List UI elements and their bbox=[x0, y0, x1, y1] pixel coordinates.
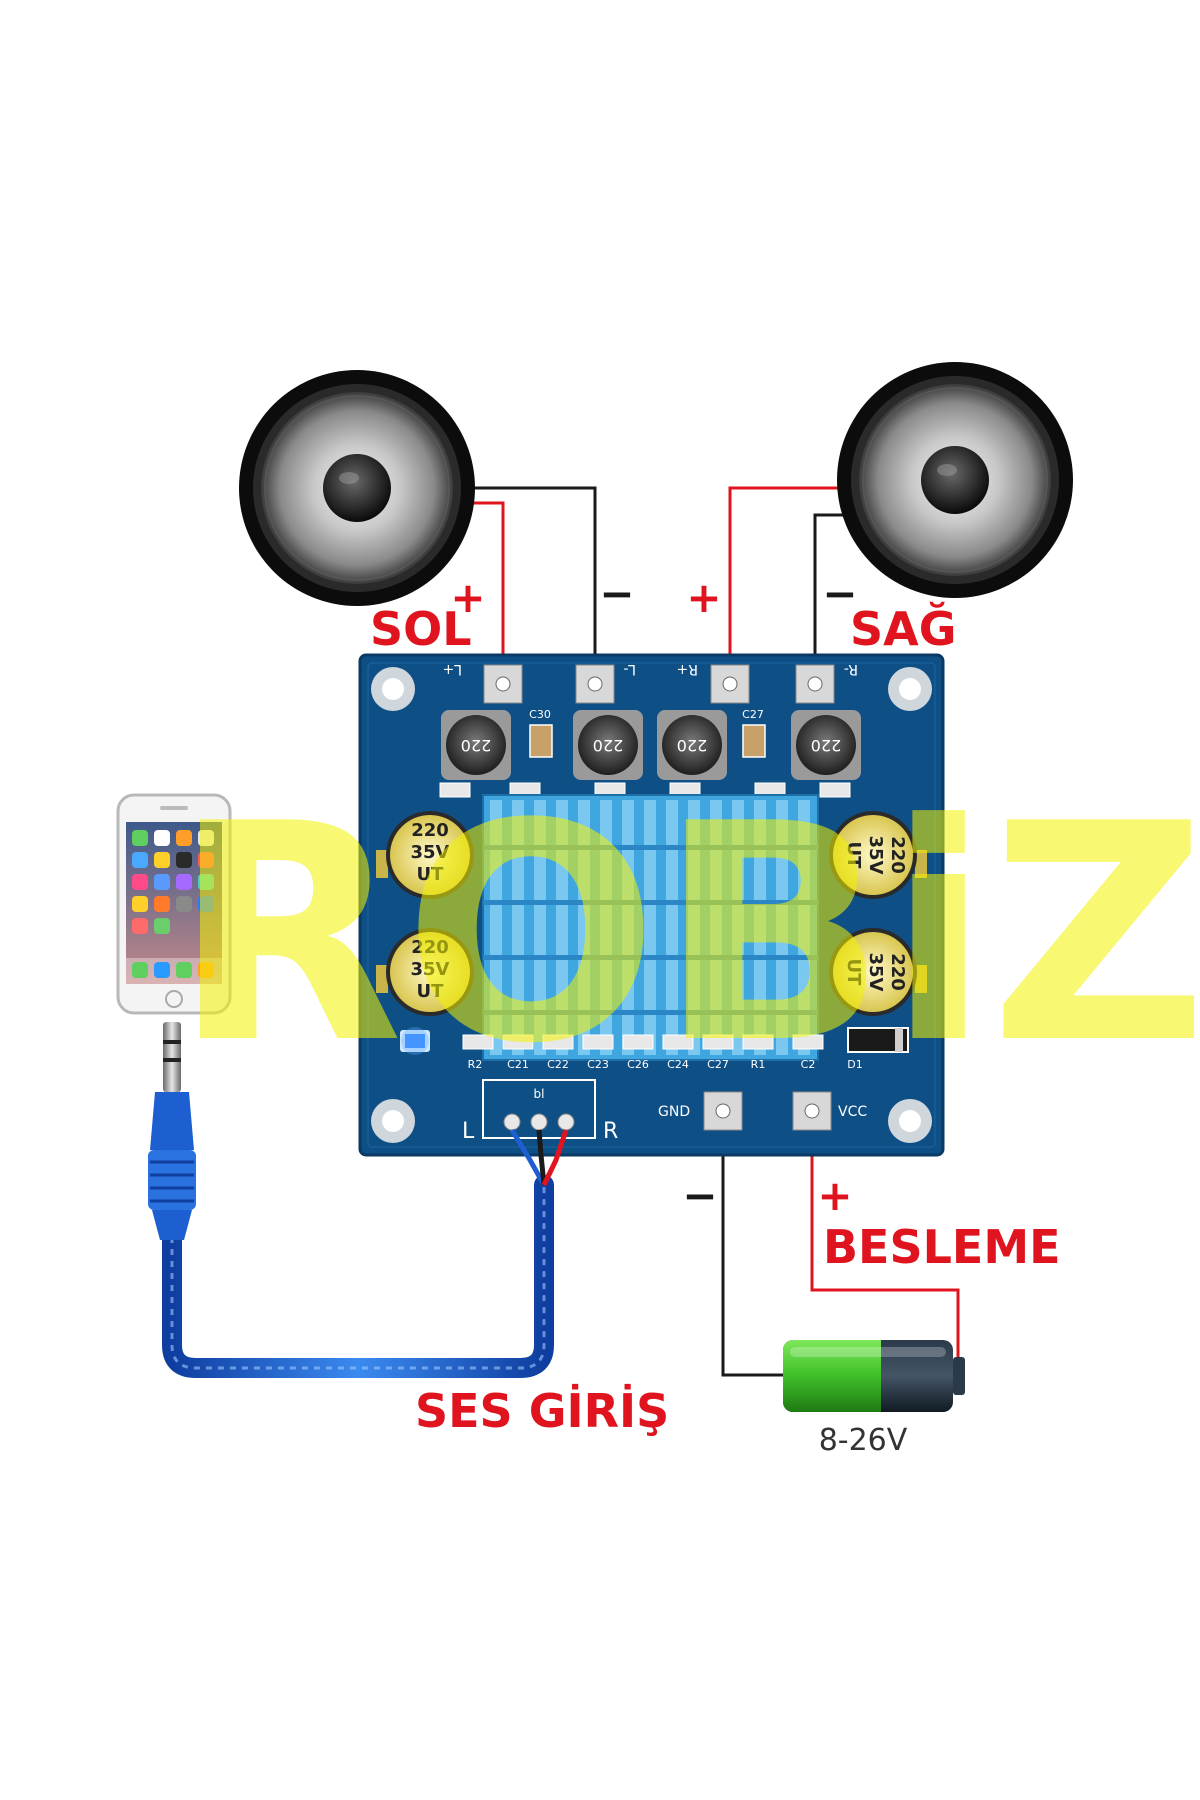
mounting-hole bbox=[371, 667, 415, 711]
terminal-r-minus[interactable]: R- bbox=[795, 661, 858, 704]
svg-text:220: 220 bbox=[461, 736, 492, 755]
left-negative-wire bbox=[455, 486, 597, 668]
vcc-wire bbox=[810, 1130, 960, 1360]
electrolytic-capacitor: 220 35V UT bbox=[376, 928, 474, 1016]
electrolytic-capacitor: 220 35V UT bbox=[376, 811, 474, 899]
smd-row-bottom bbox=[462, 1034, 824, 1050]
left-minus-sign: − bbox=[599, 569, 634, 618]
power-wires bbox=[721, 1130, 960, 1377]
svg-text:R2: R2 bbox=[468, 1058, 483, 1071]
svg-text:220: 220 bbox=[411, 937, 449, 958]
right-plus-sign: + bbox=[686, 573, 721, 622]
svg-text:220: 220 bbox=[811, 736, 842, 755]
component-refs: R2 C21 C22 C23 C26 C24 C27 R1 C2 D1 bbox=[468, 1058, 863, 1071]
audio-cable bbox=[162, 1128, 569, 1378]
svg-text:UT: UT bbox=[843, 842, 864, 870]
inductor: 220 bbox=[573, 710, 643, 780]
left-plus-sign: + bbox=[450, 573, 485, 622]
right-minus-sign: − bbox=[822, 569, 857, 618]
mounting-hole bbox=[371, 1099, 415, 1143]
svg-text:C21: C21 bbox=[507, 1058, 529, 1071]
svg-text:UT: UT bbox=[417, 981, 445, 1002]
audio-input-header[interactable]: bl L R bbox=[462, 1079, 618, 1144]
svg-text:C30: C30 bbox=[529, 708, 551, 721]
svg-text:35V: 35V bbox=[411, 842, 450, 863]
audio-input-label: SES GİRİŞ bbox=[415, 1384, 669, 1438]
svg-text:bl: bl bbox=[534, 1087, 545, 1101]
watermark-logo: ROBiZ bbox=[172, 760, 1200, 1109]
svg-text:220: 220 bbox=[593, 736, 624, 755]
right-speaker-label: SAĞ bbox=[850, 602, 957, 656]
speaker-icon bbox=[837, 362, 1073, 598]
svg-text:UT: UT bbox=[843, 959, 864, 987]
app-grid bbox=[126, 830, 222, 984]
terminal-r-plus[interactable]: R+ bbox=[677, 661, 750, 704]
gnd-label: GND bbox=[658, 1104, 690, 1120]
input-left-label: L bbox=[462, 1119, 475, 1144]
amplifier-board: L+ L- R+ R- 220 220 220 220 bbox=[358, 653, 945, 1157]
battery-icon bbox=[783, 1340, 965, 1412]
right-negative-wire bbox=[813, 513, 855, 668]
diode bbox=[847, 1027, 909, 1053]
terminal-label: L+ bbox=[442, 661, 462, 677]
electrolytic-capacitor: 220 35V UT bbox=[829, 928, 927, 1016]
svg-text:C23: C23 bbox=[587, 1058, 609, 1071]
terminal-l-plus[interactable]: L+ bbox=[442, 661, 523, 704]
speaker-icon bbox=[239, 370, 475, 606]
smartphone-icon bbox=[116, 793, 232, 1015]
speaker-wires bbox=[450, 486, 858, 668]
svg-text:C2: C2 bbox=[801, 1058, 816, 1071]
power-led-icon bbox=[400, 1027, 430, 1055]
svg-text:C27: C27 bbox=[742, 708, 764, 721]
heatsink bbox=[482, 794, 819, 1061]
right-positive-wire bbox=[728, 486, 858, 668]
vcc-label: VCC bbox=[838, 1104, 867, 1120]
input-right-label: R bbox=[603, 1119, 618, 1144]
svg-text:220: 220 bbox=[411, 820, 449, 841]
terminal-label: R- bbox=[844, 661, 858, 677]
gnd-minus-sign: − bbox=[682, 1171, 717, 1220]
svg-text:220: 220 bbox=[677, 736, 708, 755]
inductor: 220 bbox=[657, 710, 727, 780]
smd-capacitor: C27 bbox=[742, 708, 766, 758]
gnd-wire bbox=[721, 1130, 783, 1377]
mounting-hole bbox=[888, 667, 932, 711]
svg-text:35V: 35V bbox=[865, 953, 886, 992]
svg-text:D1: D1 bbox=[847, 1058, 862, 1071]
left-speaker-label: SOL bbox=[370, 602, 472, 656]
svg-text:UT: UT bbox=[417, 864, 445, 885]
electrolytic-capacitor: 220 35V UT bbox=[829, 811, 927, 899]
svg-text:220: 220 bbox=[887, 836, 908, 874]
inductor: 220 bbox=[791, 710, 861, 780]
svg-text:C27: C27 bbox=[707, 1058, 729, 1071]
svg-text:35V: 35V bbox=[865, 836, 886, 875]
svg-text:R1: R1 bbox=[751, 1058, 766, 1071]
terminal-label: L- bbox=[623, 661, 636, 677]
voltage-label: 8-26V bbox=[819, 1423, 908, 1458]
svg-text:220: 220 bbox=[887, 953, 908, 991]
smd-capacitor: C30 bbox=[529, 708, 553, 758]
gnd-terminal[interactable]: GND bbox=[658, 1091, 743, 1131]
svg-text:C24: C24 bbox=[667, 1058, 689, 1071]
svg-text:C22: C22 bbox=[547, 1058, 569, 1071]
mounting-hole bbox=[888, 1099, 932, 1143]
terminal-l-minus[interactable]: L- bbox=[575, 661, 636, 704]
vcc-terminal[interactable]: VCC bbox=[792, 1091, 867, 1131]
vcc-plus-sign: + bbox=[817, 1171, 852, 1220]
svg-text:C26: C26 bbox=[627, 1058, 649, 1071]
inductor: 220 bbox=[441, 710, 511, 780]
svg-text:35V: 35V bbox=[411, 959, 450, 980]
terminal-label: R+ bbox=[677, 661, 698, 677]
power-label: BESLEME bbox=[823, 1220, 1061, 1274]
audio-jack-icon bbox=[148, 1022, 196, 1240]
